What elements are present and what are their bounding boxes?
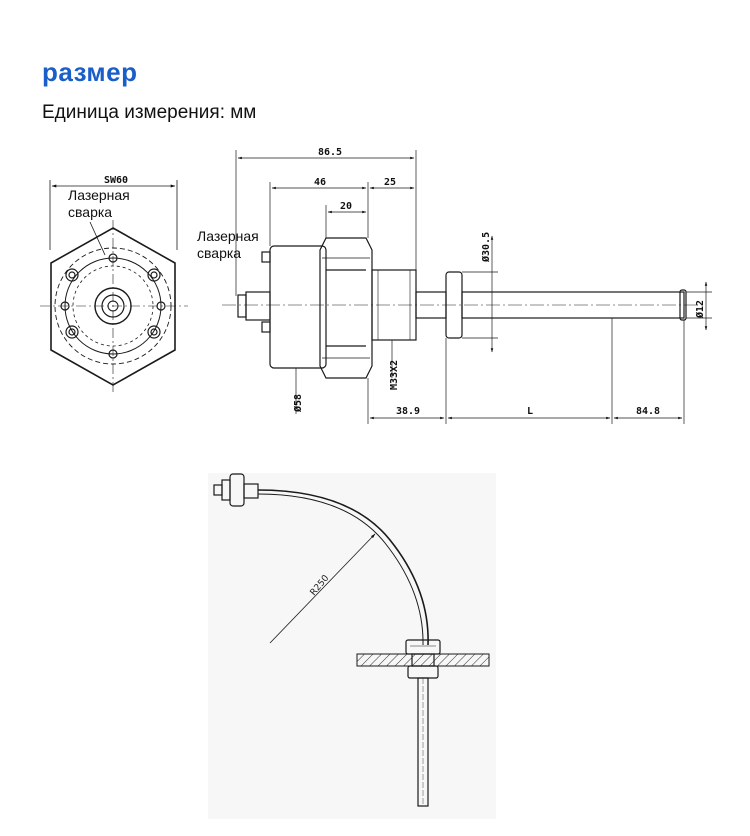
dim-tip-label: 84.8 <box>636 406 660 417</box>
front-weld-label-2: сварка <box>68 204 112 220</box>
install-view <box>213 473 490 807</box>
hex-nut <box>319 237 373 379</box>
dim-body-dia-label: Ø58 <box>292 394 304 413</box>
side-view <box>222 150 712 424</box>
dim-flange-dia-label: Ø30.5 <box>480 232 492 263</box>
front-weld-label-1: Лазерная <box>68 187 130 203</box>
dim-probe-dia-label: Ø12 <box>694 300 706 319</box>
hex-size-label: SW60 <box>104 175 128 186</box>
side-weld-label-1: Лазерная <box>197 228 259 244</box>
install-panel <box>208 473 496 819</box>
sensor-body <box>269 245 327 369</box>
units-caption: Единица измерения: мм <box>42 102 257 123</box>
page-title: размер <box>42 57 138 87</box>
dim-thread-length-label: 25 <box>384 177 396 188</box>
dim-a-label: 38.9 <box>396 406 420 417</box>
side-weld-label-2: сварка <box>197 245 241 261</box>
front-view: SW60 <box>40 175 188 392</box>
dim-thread-label: M33X2 <box>389 360 400 390</box>
dim-l-label: L <box>527 406 533 417</box>
dim-hex-label: 20 <box>340 201 352 212</box>
dim-body-label: 46 <box>314 177 326 188</box>
dim-overall-label: 86.5 <box>318 147 342 158</box>
